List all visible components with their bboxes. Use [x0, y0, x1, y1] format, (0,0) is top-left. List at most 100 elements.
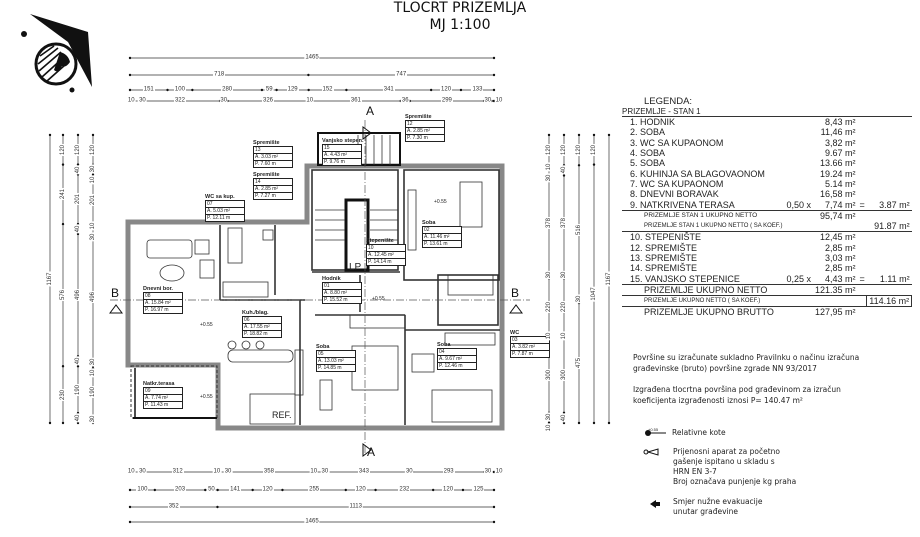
dimension-tick: [91, 173, 95, 177]
dimension-tick: [307, 73, 310, 77]
dimension-tick: [91, 133, 95, 137]
evacuation-description: Smjer nužne evakuacije unutar građevine: [673, 497, 762, 517]
room-name: Soba: [437, 342, 451, 348]
dimension-label: 59: [264, 86, 274, 93]
line: Broj označava punjenje kg praha: [673, 477, 797, 486]
room-perimeter: P. 18.82 m: [243, 330, 281, 337]
dimension-label: 30: [576, 294, 582, 304]
coefficient: [784, 243, 813, 253]
dimension-label: 10: [309, 468, 319, 475]
total-net-row: PRIZEMLJE UKUPNO NETTO 121.35 m²: [622, 283, 912, 296]
area-value: 5.14 m²: [825, 178, 856, 189]
note-line: Površine su izračunate sukladno Pravilnk…: [633, 353, 860, 362]
value: 127,95 m²: [813, 306, 858, 318]
dimension-label: 1113: [348, 503, 363, 510]
value: 121.35 m²: [813, 283, 858, 296]
dimension-label: 1465: [304, 54, 320, 61]
area-value: 9.67 m²: [825, 148, 856, 159]
room-number: 15: [324, 145, 330, 151]
dimension-tick: [492, 88, 496, 92]
equals-sign: [858, 148, 867, 158]
dimension-tick: [492, 470, 496, 474]
coefficient: 0,50 x: [786, 199, 811, 210]
dimension-tick: [128, 488, 132, 492]
dimension-label: 30: [546, 173, 552, 183]
dimension-label: 120: [591, 143, 597, 156]
dimension-tick: [61, 365, 65, 368]
dimension-label: 496: [90, 290, 96, 303]
area-value: 16,58 m²: [820, 189, 856, 200]
room-number: 09: [145, 388, 151, 394]
room-label: 4. SOBA: [630, 148, 666, 159]
dimension-label: 129: [286, 86, 299, 93]
coefficient: [784, 189, 813, 199]
line: Prijenosni aparat za početno: [673, 447, 780, 456]
dimension-label: 40: [75, 356, 81, 366]
dimension-label: 30: [404, 468, 414, 475]
label: PRIZEMLJE UKUPNO NETTO: [622, 283, 785, 296]
weighted-area: 3.87 m²: [879, 199, 910, 210]
dimension-tick: [461, 488, 465, 492]
dimension-tick: [492, 73, 496, 77]
dimension-tick: [562, 411, 566, 415]
equals-sign: [858, 117, 867, 127]
area-value: 13.66 m²: [820, 158, 856, 169]
dimension-label: 343: [357, 468, 370, 475]
dimension-tick: [166, 88, 169, 92]
dimension-label: 10: [126, 468, 136, 475]
room-name: Stepenište: [366, 238, 394, 244]
dimension-tick: [191, 88, 194, 92]
section-marker-a-bottom: A: [367, 445, 376, 459]
room-area: A. 2.85 m²: [406, 127, 444, 134]
dimension-tick: [91, 367, 95, 370]
room-name: Spremište: [253, 172, 280, 178]
room-label: 8. DNEVNI BORAVAK: [630, 189, 719, 200]
weighted-area: [867, 253, 912, 263]
dimension-tick: [562, 421, 566, 425]
room-area: A. 17.55 m²: [243, 323, 281, 330]
legend-subheading: PRIZEMLJE - STAN 1: [622, 107, 912, 117]
value: 91.87 m²: [874, 221, 910, 232]
coefficient: [784, 148, 813, 158]
room-number: 04: [439, 349, 445, 355]
room-label: 12. SPREMIŠTE: [630, 242, 698, 253]
dimension-label: 361: [349, 97, 362, 104]
equals-sign: [858, 189, 867, 199]
dimension-label: 40: [561, 166, 567, 175]
dimension-tick: [281, 488, 284, 492]
dimension-label: 120: [440, 86, 453, 93]
dimension-label: 10: [561, 331, 567, 341]
dimension-label: 232: [398, 486, 411, 493]
outer-wall: [125, 163, 505, 431]
room-perimeter: P. 7.60 m: [254, 160, 292, 167]
room-area: A. 7.74 m²: [144, 394, 182, 401]
room-name: Vanjsko stepen.: [322, 138, 364, 144]
room-area: A. 2.85 m²: [254, 185, 292, 192]
floor-plan: [48, 56, 611, 524]
dimension-label: 341: [382, 86, 395, 93]
room-area: A. 13.03 m²: [317, 357, 355, 364]
coefficient: [784, 179, 813, 189]
area-value: 12,45 m²: [820, 232, 856, 243]
extinguisher-description: Prijenosni aparat za početno gašenje isp…: [673, 447, 796, 487]
dimension-label: 120: [576, 144, 582, 157]
dimension-label: 220: [546, 300, 552, 313]
weighted-area: [867, 232, 912, 243]
dimension-label: 475: [576, 357, 582, 370]
room-name: Natkr.terasa: [143, 381, 175, 387]
dimension-label: 718: [213, 71, 226, 78]
label: PRIZEMLJE UKUPNO NETTO ( SA KOEF.): [622, 295, 785, 307]
